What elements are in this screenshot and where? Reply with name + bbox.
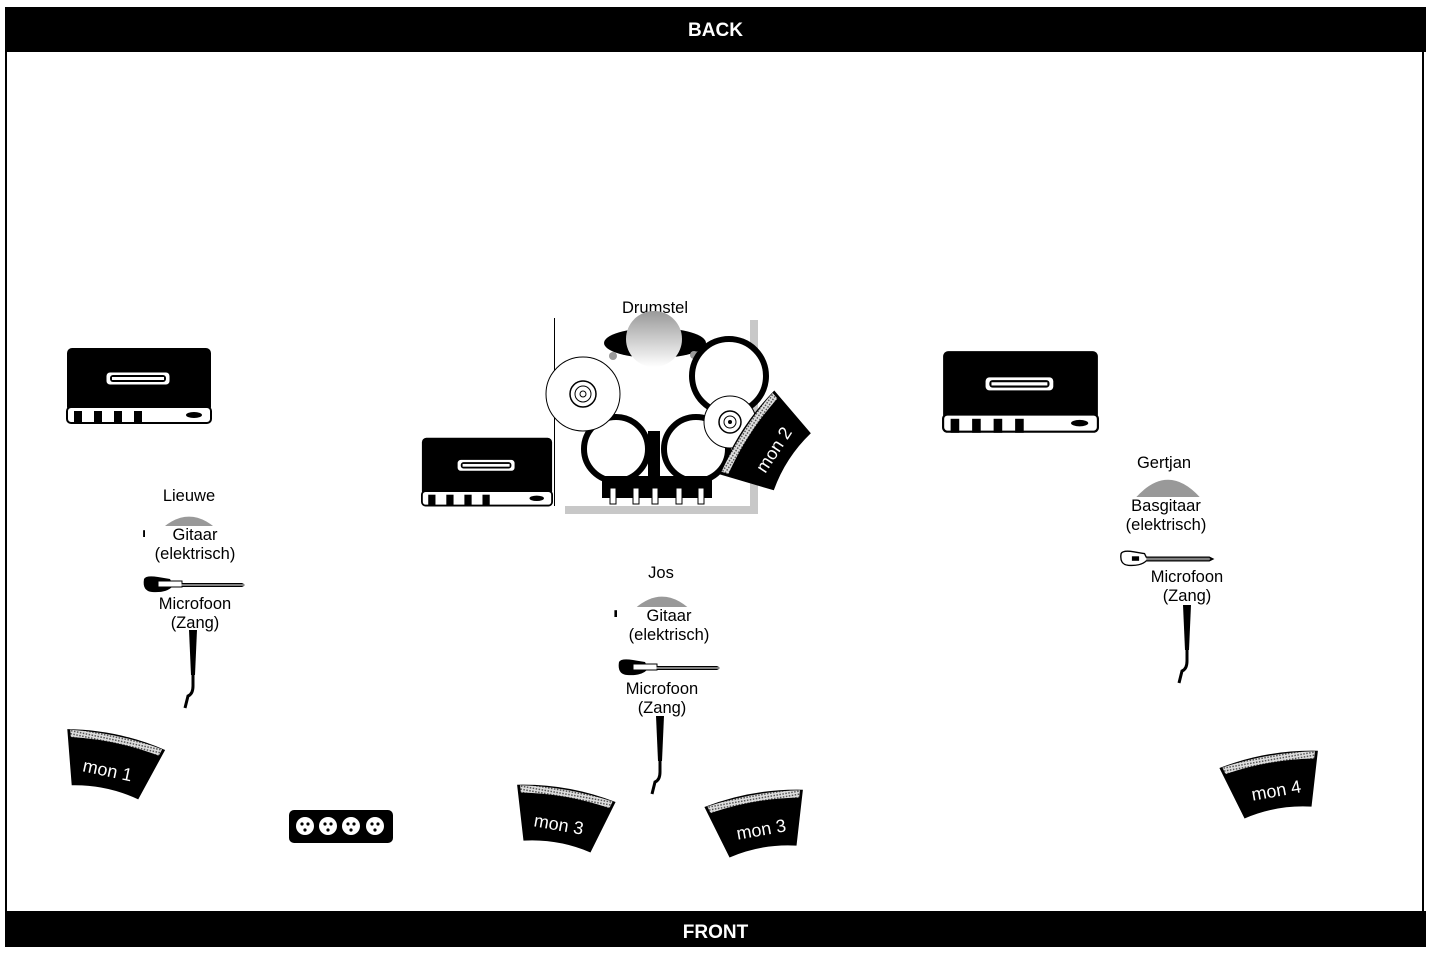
- monitor-mon-3-left: mon 3: [507, 779, 617, 856]
- guitar-icon: [618, 658, 722, 676]
- player-lieuwe-instrument: Gitaar (elektrisch): [145, 526, 245, 564]
- guitar-icon: [143, 575, 247, 593]
- bass-guitar-icon: [1120, 550, 1215, 567]
- stage-front-bar: FRONT: [5, 911, 1426, 947]
- monitor-mon-2: mon 2: [715, 387, 820, 504]
- microphone-icon: [650, 716, 666, 796]
- player-jos-instrument: Gitaar (elektrisch): [617, 607, 721, 645]
- player-gertjan-instrument: Basgitaar (elektrisch): [1116, 497, 1216, 535]
- microphone-icon: [1177, 605, 1193, 685]
- player-jos-name: Jos: [648, 564, 674, 582]
- player-jos-mic-label: Microfoon (Zang): [625, 680, 699, 717]
- drum-kit: [545, 311, 769, 505]
- player-gertjan-mic-label: Microfoon (Zang): [1150, 568, 1224, 605]
- drum-kit-label: Drumstel: [621, 299, 688, 317]
- player-jos-head: [614, 596, 696, 617]
- monitor-mon-3-right: mon 3: [703, 784, 813, 861]
- player-lieuwe-name: Lieuwe: [162, 487, 216, 505]
- player-lieuwe-mic-label: Microfoon (Zang): [158, 595, 232, 632]
- monitor-mon-4: mon 4: [1218, 745, 1328, 822]
- player-gertjan-name: Gertjan: [1136, 454, 1192, 472]
- player-gertjan-head: [1136, 479, 1200, 498]
- power-strip-icon: [289, 810, 393, 843]
- microphone-icon: [183, 630, 199, 710]
- stage-back-bar: BACK: [5, 7, 1426, 52]
- amp-right: [942, 350, 1099, 434]
- stage-area: [5, 52, 1424, 911]
- amp-drums: [421, 436, 553, 508]
- monitor-mon-1: mon 1: [56, 724, 167, 803]
- amp-left: [66, 346, 212, 426]
